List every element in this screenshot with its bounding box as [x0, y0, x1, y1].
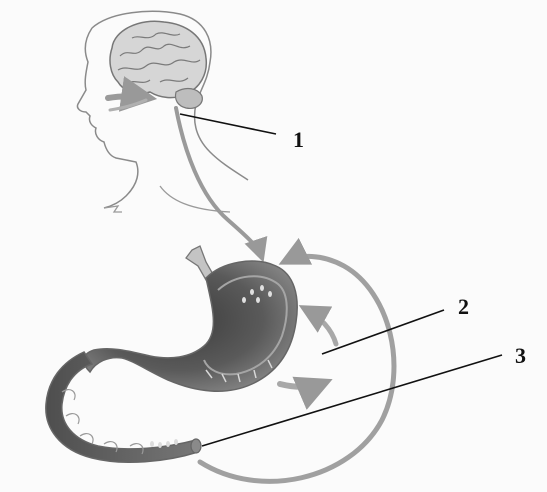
label-2: 2: [458, 296, 469, 318]
human-head-figure: [77, 11, 248, 212]
label-3: 3: [515, 345, 526, 367]
stomach-figure: [46, 246, 297, 462]
outflow-arrow: [280, 382, 326, 387]
label-1: 1: [293, 129, 304, 151]
vagus-nerve-arrow: [176, 108, 262, 258]
stomach-body: [84, 261, 298, 391]
cerebellum-shape: [175, 89, 202, 109]
hormone-arrow: [304, 308, 336, 344]
sense-arrow-lower: [110, 100, 146, 110]
sense-arrow: [108, 97, 150, 99]
duodenum-end: [191, 439, 201, 453]
